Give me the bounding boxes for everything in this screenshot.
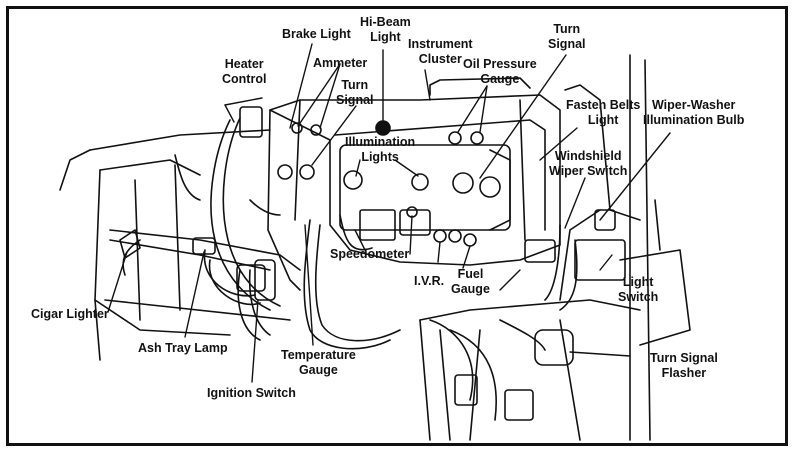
label-cigar-lighter: Cigar Lighter (31, 307, 109, 322)
label-brake-light: Brake Light (282, 27, 351, 42)
flasher-line-2: Flasher (661, 366, 707, 380)
label-temperature-gauge: Temperature Gauge (281, 348, 356, 378)
label-heater-control: Heater Control (222, 57, 266, 87)
hi-beam-line-2: Light (370, 30, 401, 44)
instrument-line-2: Cluster (418, 52, 462, 66)
label-ivr: I.V.R. (414, 274, 444, 289)
cigar-lighter-text: Cigar Lighter (31, 307, 109, 321)
fasten-belts-line-2: Light (587, 113, 619, 127)
wiper-washer-line-1: Wiper-Washer (651, 98, 736, 112)
heater-line-2: Control (222, 72, 267, 86)
label-windshield-wiper-switch: Windshield Wiper Switch (549, 149, 627, 179)
ammeter-text: Ammeter (313, 56, 368, 70)
fuel-line-1: Fuel (457, 267, 484, 281)
label-speedometer: Speedometer (330, 247, 409, 262)
light-switch-line-1: Light (622, 275, 654, 289)
label-ash-tray-lamp: Ash Tray Lamp (138, 341, 228, 356)
label-hi-beam-light: Hi-Beam Light (360, 15, 411, 45)
left-dash-panel-drawing (59, 129, 301, 361)
label-ammeter: Ammeter (313, 56, 367, 71)
ash-tray-lamp-text: Ash Tray Lamp (138, 341, 228, 355)
label-turn-signal-flasher: Turn Signal Flasher (650, 351, 718, 381)
oil-pressure-line-2: Gauge (480, 72, 520, 86)
hi-beam-line-1: Hi-Beam (360, 15, 411, 29)
label-fuel-gauge: Fuel Gauge (451, 267, 490, 297)
right-column-drawing (419, 54, 691, 441)
label-turn-signal-right: Turn Signal (548, 22, 586, 52)
label-wiper-washer-bulb: Wiper-Washer Illumination Bulb (643, 98, 744, 128)
flasher-line-1: Turn Signal (650, 351, 718, 365)
turn-signal-left-line-2: Signal (336, 93, 374, 107)
temperature-line-2: Gauge (298, 363, 338, 377)
label-turn-signal-left: Turn Signal (336, 78, 374, 108)
turn-signal-right-line-2: Signal (548, 37, 586, 51)
turn-signal-left-line-1: Turn (341, 78, 369, 92)
illumination-line-2: Lights (361, 150, 399, 164)
light-switch-line-2: Switch (618, 290, 659, 304)
oil-pressure-line-1: Oil Pressure (463, 57, 537, 71)
turn-signal-right-line-1: Turn (553, 22, 581, 36)
illumination-line-1: Illumination (345, 135, 416, 149)
fasten-belts-line-1: Fasten Belts (566, 98, 641, 112)
speedometer-text: Speedometer (330, 247, 410, 261)
instrument-panel-drawing (267, 77, 561, 291)
wiper-washer-line-2: Illumination Bulb (643, 113, 745, 127)
label-illumination-lights: Illumination Lights (345, 135, 415, 165)
temperature-line-1: Temperature (281, 348, 356, 362)
label-ignition-switch: Ignition Switch (207, 386, 296, 401)
leader-lines (107, 43, 671, 383)
windshield-line-2: Wiper Switch (549, 164, 628, 178)
heater-line-1: Heater (224, 57, 264, 71)
label-oil-pressure-gauge: Oil Pressure Gauge (463, 57, 537, 87)
ivr-text: I.V.R. (414, 274, 445, 288)
components-drawing (119, 106, 626, 421)
windshield-line-1: Windshield (554, 149, 622, 163)
fuel-line-2: Gauge (451, 282, 490, 296)
instrument-line-1: Instrument (408, 37, 473, 51)
ignition-switch-text: Ignition Switch (207, 386, 296, 400)
brake-light-text: Brake Light (282, 27, 351, 41)
label-instrument-cluster: Instrument Cluster (408, 37, 473, 67)
label-light-switch: Light Switch (618, 275, 658, 305)
label-fasten-belts-light: Fasten Belts Light (566, 98, 640, 128)
